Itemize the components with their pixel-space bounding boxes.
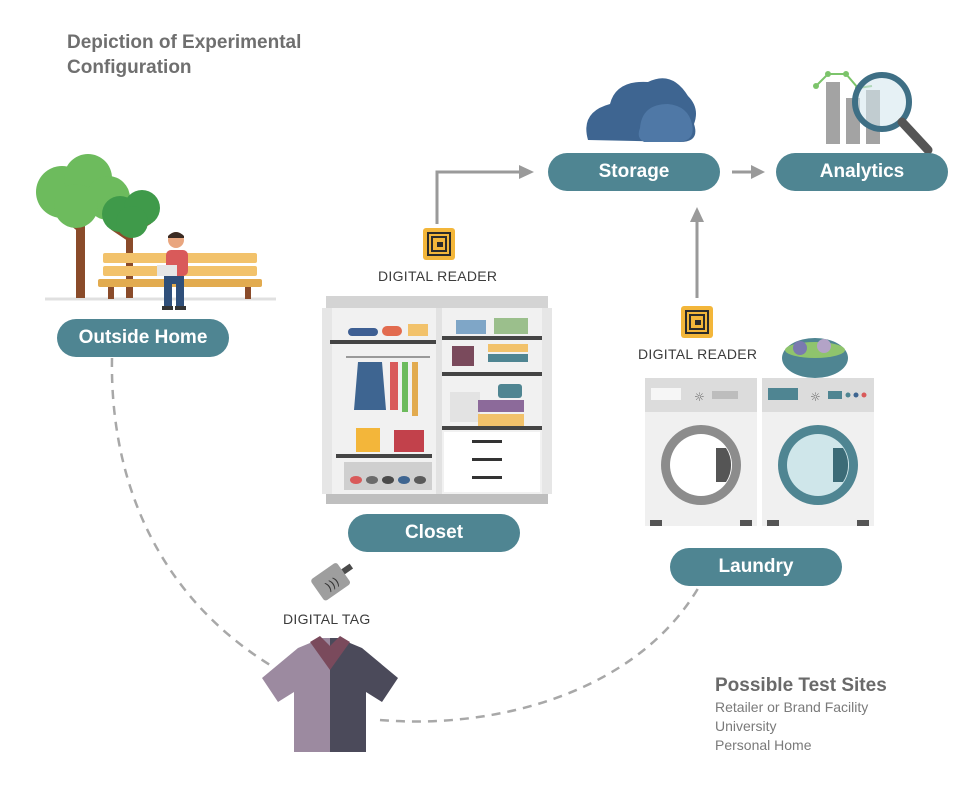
arrow-laundry-to-storage [690,207,704,298]
node-storage: Storage [548,153,720,191]
digital-tag-icon: ))) [311,563,354,601]
caption-digital-reader-laundry: DIGITAL READER [638,346,758,362]
test-sites-heading: Possible Test Sites [715,675,887,696]
dashed-path-shirt-to-laundry [379,584,702,723]
digital-reader-icon-laundry [681,306,713,338]
digital-reader-icon-closet [423,228,455,260]
caption-digital-reader-closet: DIGITAL READER [378,268,498,284]
arrow-storage-to-analytics [732,165,765,179]
node-laundry: Laundry [670,548,842,586]
svg-text:☼: ☼ [810,390,821,404]
test-site-item: Retailer or Brand Facility [715,699,869,715]
test-sites-list: Possible Test Sites Retailer or Brand Fa… [715,674,887,755]
test-site-item: Personal Home [715,737,812,753]
closet-icon [322,296,552,504]
diagram-title: Depiction of Experimental Configuration [67,32,302,78]
laundry-machines-icon: ☼ ☼ [645,338,874,526]
analytics-icon [813,71,933,155]
arrow-closet-to-storage [435,165,534,224]
cloud-icon [586,78,696,142]
park-scene-icon [36,154,276,310]
dashed-path-home-to-shirt [110,357,271,667]
shirt-icon [262,636,398,752]
node-outside-home: Outside Home [57,319,229,357]
node-closet: Closet [348,514,520,552]
node-analytics: Analytics [776,153,948,191]
svg-text:))): ))) [323,574,343,594]
caption-digital-tag: DIGITAL TAG [283,611,371,627]
svg-text:☼: ☼ [694,390,705,404]
test-site-item: University [715,718,777,734]
